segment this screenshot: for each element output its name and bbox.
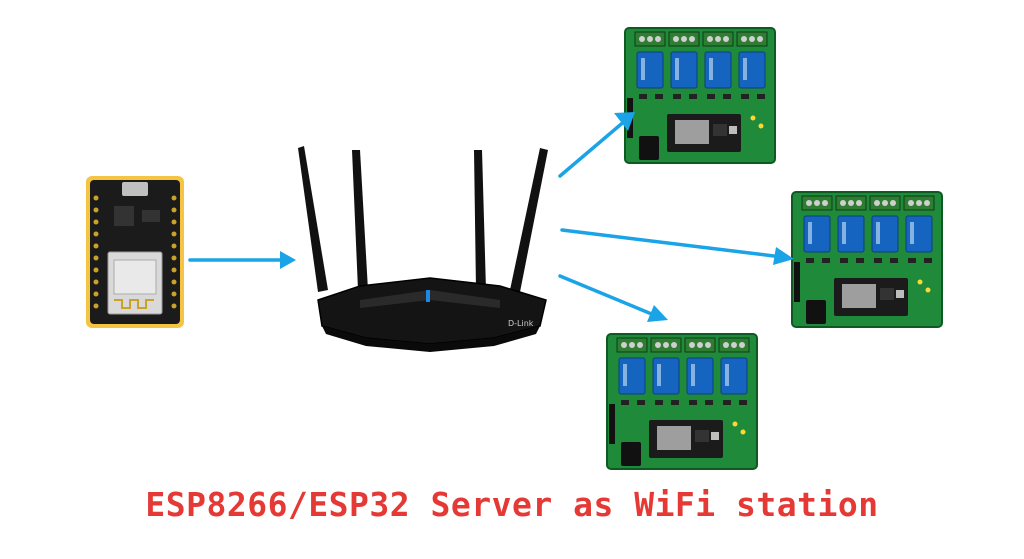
arrow-router-to-top-board [558,112,635,178]
diagram-caption: ESP8266/ESP32 Server as WiFi station [145,485,879,524]
arrow-router-to-bottom-board [558,274,668,322]
arrow-router-to-middle-board [560,228,794,265]
wifi-router-icon: D-Link [298,146,548,352]
relay-board-bottom [606,333,758,470]
relay-board-middle [791,191,943,328]
arrows [188,112,794,322]
relay-board-top [624,27,776,164]
nodemcu-esp8266-board-icon [86,176,184,328]
arrow-esp-to-router [188,251,296,269]
router-brand-label: D-Link [508,319,534,328]
